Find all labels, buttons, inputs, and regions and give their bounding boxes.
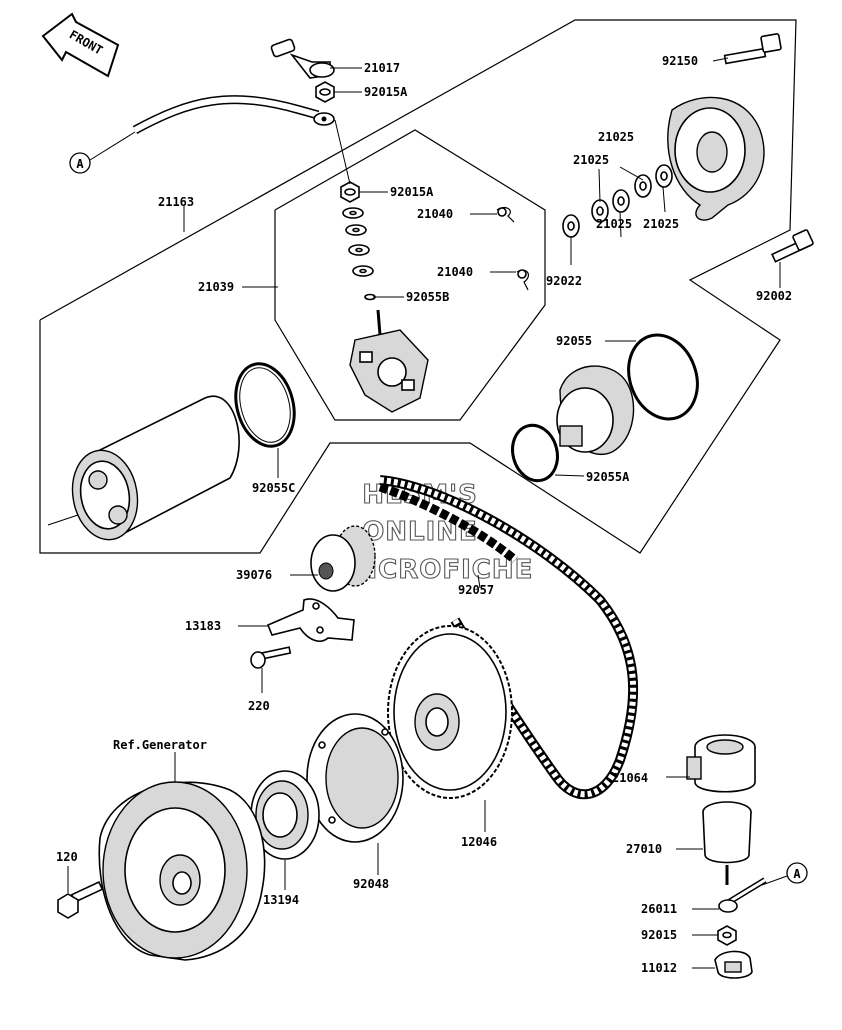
terminal-lead-26011 bbox=[718, 877, 767, 913]
label-92015A-mid: 92015A bbox=[390, 185, 434, 199]
label-92055: 92055 bbox=[556, 334, 592, 348]
label-21025-b: 21025 bbox=[573, 153, 609, 167]
bolt-92002 bbox=[771, 229, 814, 263]
terminal-cap-21017 bbox=[270, 38, 335, 79]
cap-11012 bbox=[714, 950, 753, 979]
ref-marker-a-right: A bbox=[761, 862, 808, 886]
washers-21025 bbox=[591, 164, 673, 223]
label-ref-generator: Ref.Generator bbox=[113, 738, 207, 752]
o-ring-92055A bbox=[511, 423, 559, 483]
starter-cable-21163 bbox=[132, 95, 335, 134]
label-39076: 39076 bbox=[236, 568, 272, 582]
svg-text:A: A bbox=[793, 867, 801, 881]
idler-gear-39076 bbox=[310, 525, 376, 592]
starter-motor-body bbox=[47, 395, 240, 541]
label-92055B: 92055B bbox=[406, 290, 449, 304]
group-outlines bbox=[39, 19, 797, 554]
brush-holder-plate bbox=[349, 309, 429, 413]
watermark: HLSM'S ONLINE MICROFICHE bbox=[340, 479, 533, 585]
label-92015: 92015 bbox=[641, 928, 677, 942]
label-21040-a: 21040 bbox=[417, 207, 453, 221]
nut-92015A-top bbox=[315, 81, 335, 103]
label-21025-c: 21025 bbox=[596, 217, 632, 231]
front-cover bbox=[556, 365, 635, 456]
bracket-13183 bbox=[266, 598, 355, 642]
label-92055A: 92055A bbox=[586, 470, 630, 484]
label-21064: 21064 bbox=[612, 771, 648, 785]
svg-text:A: A bbox=[76, 157, 84, 171]
svg-text:ONLINE: ONLINE bbox=[362, 517, 478, 547]
bolt-220 bbox=[250, 646, 292, 669]
label-92055C: 92055C bbox=[252, 481, 295, 495]
brush-spring-21040-a bbox=[496, 206, 515, 223]
starter-relay-21064 bbox=[686, 734, 756, 793]
o-ring-92055 bbox=[627, 333, 699, 421]
sprocket-12046 bbox=[387, 625, 513, 799]
leader-lines bbox=[67, 57, 781, 969]
ref-marker-a-left: A bbox=[69, 131, 136, 174]
one-way-clutch-13194 bbox=[250, 770, 320, 860]
label-120: 120 bbox=[56, 850, 78, 864]
bolt-120 bbox=[57, 880, 104, 919]
label-21040-b: 21040 bbox=[437, 265, 473, 279]
label-21017: 21017 bbox=[364, 61, 400, 75]
label-27010: 27010 bbox=[626, 842, 662, 856]
label-26011: 26011 bbox=[641, 902, 677, 916]
starter-chain-loop bbox=[379, 475, 639, 800]
label-92057: 92057 bbox=[458, 583, 494, 597]
part-labels: 21017 92015A 92015A 21163 21039 21040 21… bbox=[56, 54, 792, 975]
label-21163: 21163 bbox=[158, 195, 194, 209]
label-92002: 92002 bbox=[756, 289, 792, 303]
label-13183: 13183 bbox=[185, 619, 221, 633]
washer-92022 bbox=[562, 214, 580, 238]
label-11012: 11012 bbox=[641, 961, 677, 975]
label-92048: 92048 bbox=[353, 877, 389, 891]
front-arrow-icon: FRONT bbox=[41, 12, 120, 78]
label-92022: 92022 bbox=[546, 274, 582, 288]
label-92150: 92150 bbox=[662, 54, 698, 68]
clutch-housing-92048 bbox=[306, 713, 404, 843]
bolt-92150 bbox=[723, 33, 782, 65]
nut-92015A-mid bbox=[340, 181, 360, 203]
label-12046: 12046 bbox=[461, 835, 497, 849]
label-13194: 13194 bbox=[263, 893, 299, 907]
relay-cover-27010 bbox=[702, 801, 752, 885]
label-21025-a: 21025 bbox=[598, 130, 634, 144]
label-220: 220 bbox=[248, 699, 270, 713]
label-21039: 21039 bbox=[198, 280, 234, 294]
washer-stack-21039 bbox=[342, 207, 376, 301]
generator-rotor bbox=[98, 781, 266, 961]
label-21025-d: 21025 bbox=[643, 217, 679, 231]
label-92015A-top: 92015A bbox=[364, 85, 408, 99]
o-ring-92055C bbox=[234, 362, 296, 448]
nut-92015 bbox=[717, 925, 737, 946]
rear-cover bbox=[667, 96, 765, 221]
brush-spring-21040-b bbox=[516, 269, 529, 291]
starter-chain-92057 bbox=[378, 482, 518, 564]
